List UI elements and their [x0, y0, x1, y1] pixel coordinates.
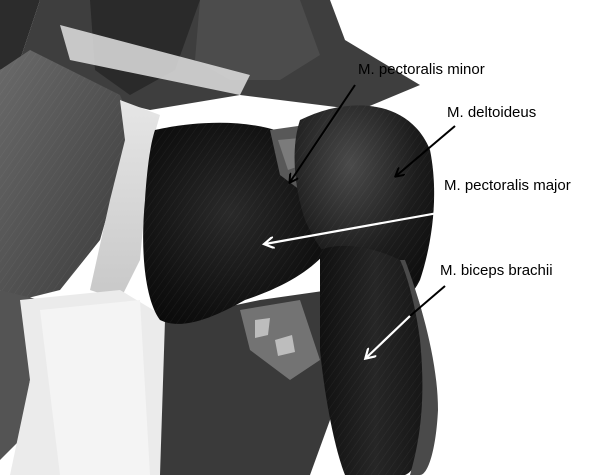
label-pectoralis-major: M. pectoralis major	[444, 177, 571, 195]
label-biceps-brachii: M. biceps brachii	[440, 262, 553, 280]
label-deltoideus: M. deltoideus	[447, 104, 536, 122]
label-pectoralis-minor: M. pectoralis minor	[358, 61, 485, 79]
